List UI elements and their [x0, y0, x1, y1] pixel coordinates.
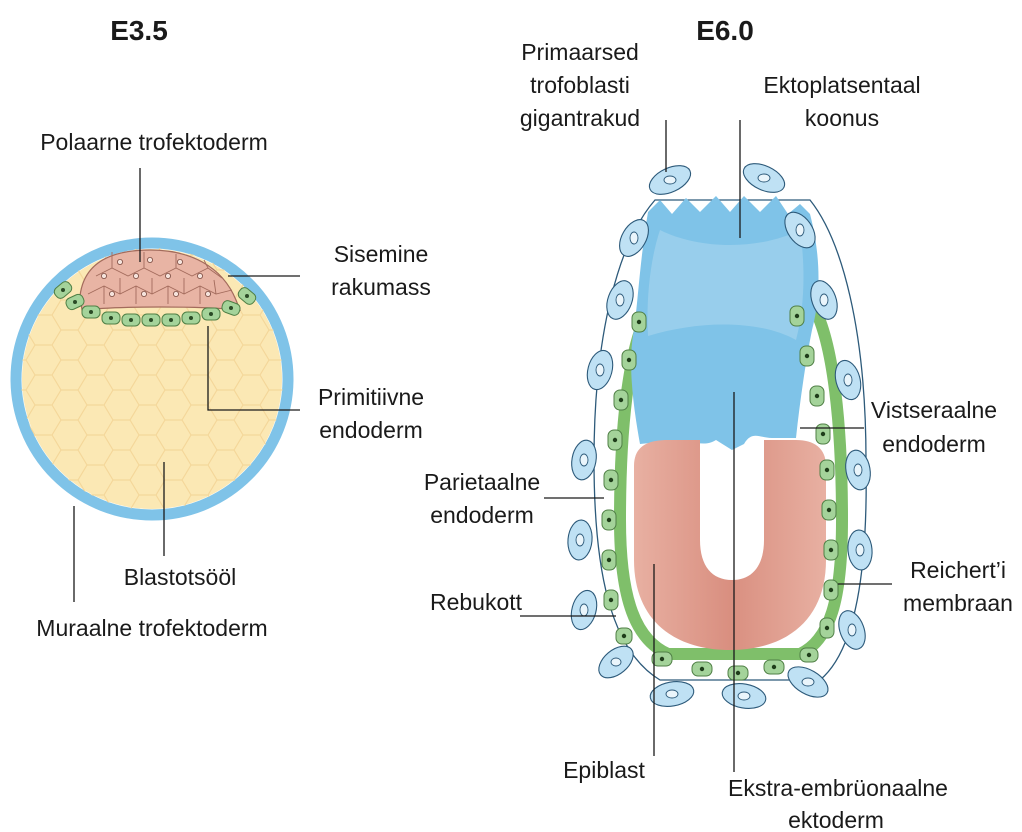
- label-mural-trophectoderm: Muraalne trofektoderm: [36, 615, 267, 641]
- panel-title-e3-5: E3.5: [110, 15, 168, 46]
- label-parietal-endoderm-line2: endoderm: [430, 502, 534, 528]
- label-extraembryonic-ectoderm-line1: Ekstra-embrüonaalne: [728, 775, 948, 801]
- panel-e3-5: E3.5: [16, 15, 431, 641]
- panel-title-e6-0: E6.0: [696, 15, 754, 46]
- blastocyst: [16, 240, 290, 520]
- label-giant-cells-line2: trofoblasti: [530, 72, 630, 98]
- label-extraembryonic-ectoderm-line2: ektoderm: [788, 807, 884, 832]
- panel-e6-0: E6.0: [424, 15, 1013, 832]
- label-blastocoel: Blastotsööl: [124, 564, 237, 590]
- label-epiblast: Epiblast: [563, 757, 645, 783]
- egg-cylinder: [566, 158, 873, 712]
- label-ectoplacental-cone-line1: Ektoplatsentaal: [763, 72, 920, 98]
- label-primitive-endoderm-line1: Primitiivne: [318, 384, 424, 410]
- ectoplacental-cone-shade: [648, 230, 804, 340]
- label-yolk-sac: Rebukott: [430, 589, 523, 615]
- label-primitive-endoderm-line2: endoderm: [319, 417, 423, 443]
- label-reicherts-membrane-line1: Reichert’i: [910, 557, 1006, 583]
- label-polar-trophectoderm: Polaarne trofektoderm: [40, 129, 268, 155]
- label-reicherts-membrane-line2: membraan: [903, 590, 1013, 616]
- label-icm-line1: Sisemine: [334, 241, 429, 267]
- label-visceral-endoderm-line2: endoderm: [882, 431, 986, 457]
- label-visceral-endoderm-line1: Vistseraalne: [871, 397, 997, 423]
- label-ectoplacental-cone-line2: koonus: [805, 105, 879, 131]
- label-parietal-endoderm-line1: Parietaalne: [424, 469, 540, 495]
- label-giant-cells-line3: gigantrakud: [520, 105, 640, 131]
- label-icm-line2: rakumass: [331, 274, 431, 300]
- label-giant-cells-line1: Primaarsed: [521, 39, 639, 65]
